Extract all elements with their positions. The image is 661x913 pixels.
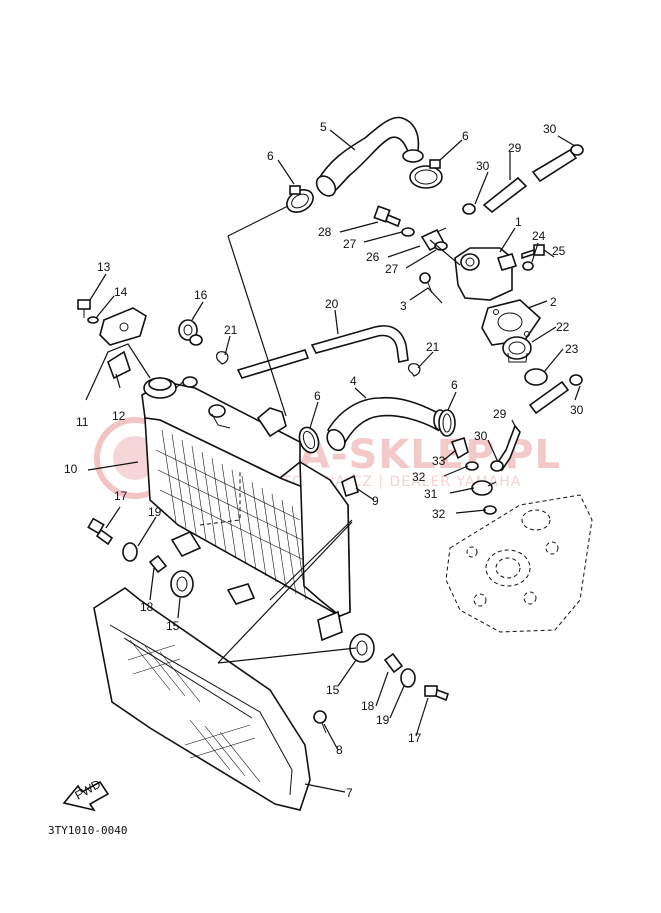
part-19-washer-right — [400, 668, 416, 688]
callout-28: 28 — [318, 225, 332, 239]
callout-2: 2 — [550, 295, 557, 309]
part-25-bolt — [521, 244, 545, 260]
cylinder-head-reference — [445, 494, 593, 633]
part-9-clip — [341, 474, 359, 498]
callout-6: 6 — [451, 378, 458, 392]
callout-21: 21 — [224, 323, 238, 337]
callout-20: 20 — [325, 297, 339, 311]
callout-7: 7 — [346, 786, 353, 800]
callout-22: 22 — [556, 320, 570, 334]
callout-32: 32 — [412, 470, 426, 484]
callout-6: 6 — [462, 129, 469, 143]
part-5-upper-hose — [315, 116, 424, 197]
callout-18: 18 — [361, 699, 375, 713]
callout-30: 30 — [474, 429, 488, 443]
part-15-grommet-right — [349, 633, 375, 663]
part-21-clip-a — [215, 351, 229, 365]
part-10-radiator — [141, 376, 351, 642]
callout-4: 4 — [350, 374, 357, 388]
leader-lines — [85, 129, 581, 793]
callout-30: 30 — [543, 122, 557, 136]
callout-19: 19 — [148, 505, 162, 519]
part-15-grommet-left — [170, 570, 194, 598]
part-24-washer — [522, 261, 534, 271]
radiator-core-fins — [155, 429, 307, 601]
part-7-radiator-cover — [93, 587, 311, 811]
part-6-hose-clamp-upper-left — [286, 185, 314, 213]
callout-16: 16 — [194, 288, 208, 302]
callout-21: 21 — [426, 340, 440, 354]
callout-15: 15 — [326, 683, 340, 697]
callout-29: 29 — [493, 407, 507, 421]
part-6-hose-clamp-upper-right — [409, 159, 443, 189]
callout-3: 3 — [400, 299, 407, 313]
callout-29: 29 — [508, 141, 522, 155]
callout-27: 27 — [385, 262, 399, 276]
part-20-bypass-hose — [236, 325, 409, 379]
callout-26: 26 — [366, 250, 380, 264]
callout-14: 14 — [114, 285, 128, 299]
part-30-clip-lower-a — [569, 374, 583, 386]
part-12-clip — [107, 350, 131, 380]
callout-31: 31 — [424, 487, 438, 501]
callout-23: 23 — [565, 342, 579, 356]
callout-5: 5 — [320, 120, 327, 134]
callout-32: 32 — [432, 507, 446, 521]
callout-30: 30 — [570, 403, 584, 417]
part-29-breather-hose-upper — [482, 148, 578, 214]
part-cap-bracket — [99, 307, 147, 346]
part-6-hose-clamp-lower-right — [438, 409, 456, 437]
diagram-code: 3TY1010-0040 — [48, 824, 127, 837]
callout-12: 12 — [112, 409, 126, 423]
callout-6: 6 — [314, 389, 321, 403]
callout-15: 15 — [166, 619, 180, 633]
callout-33: 33 — [432, 454, 446, 468]
part-14-washer — [87, 316, 99, 324]
callout-11: 11 — [76, 415, 89, 429]
part-29-breather-hose-lower — [497, 380, 570, 472]
part-30-clip-upper-b — [570, 144, 584, 156]
part-23-o-ring — [524, 368, 548, 386]
part-27-washer-b — [434, 241, 448, 251]
callout-17: 17 — [408, 731, 422, 745]
callout-19: 19 — [376, 713, 390, 727]
part-27-washer-a — [401, 227, 415, 237]
callout-1: 1 — [515, 215, 522, 229]
part-8-bolt — [313, 710, 327, 734]
callout-10: 10 — [64, 462, 78, 476]
part-22-thermostat — [502, 336, 532, 363]
callout-6: 6 — [267, 149, 274, 163]
callout-27: 27 — [343, 237, 357, 251]
callout-labels: 5 6 6 30 29 30 1 28 27 26 27 24 25 3 2 2… — [64, 120, 584, 800]
part-33-fitting — [450, 436, 469, 460]
part-28-bolt — [373, 205, 401, 228]
part-1-thermostat-housing — [454, 247, 518, 301]
fwd-arrow: FWD — [62, 777, 110, 812]
callout-9: 9 — [372, 494, 379, 508]
callout-8: 8 — [336, 743, 343, 757]
part-21-clip-b — [407, 363, 421, 377]
part-30-clip-lower-b — [490, 460, 504, 472]
part-32-washer-a — [465, 461, 479, 471]
callout-17: 17 — [114, 489, 128, 503]
callout-13: 13 — [97, 260, 111, 274]
callout-24: 24 — [532, 229, 546, 243]
cover-mesh — [127, 639, 261, 783]
part-17-bolt-right — [424, 685, 450, 702]
part-16-grommet — [178, 319, 203, 346]
part-30-clip-upper-a — [462, 203, 476, 215]
part-19-washer-left — [122, 542, 138, 562]
callout-25: 25 — [552, 244, 566, 258]
part-18-collar-left — [148, 554, 168, 574]
callout-30: 30 — [476, 159, 490, 173]
callout-18: 18 — [140, 600, 154, 614]
part-13-bolt — [77, 299, 91, 318]
part-17-bolt-left — [87, 517, 114, 546]
part-18-collar-right — [383, 652, 404, 674]
